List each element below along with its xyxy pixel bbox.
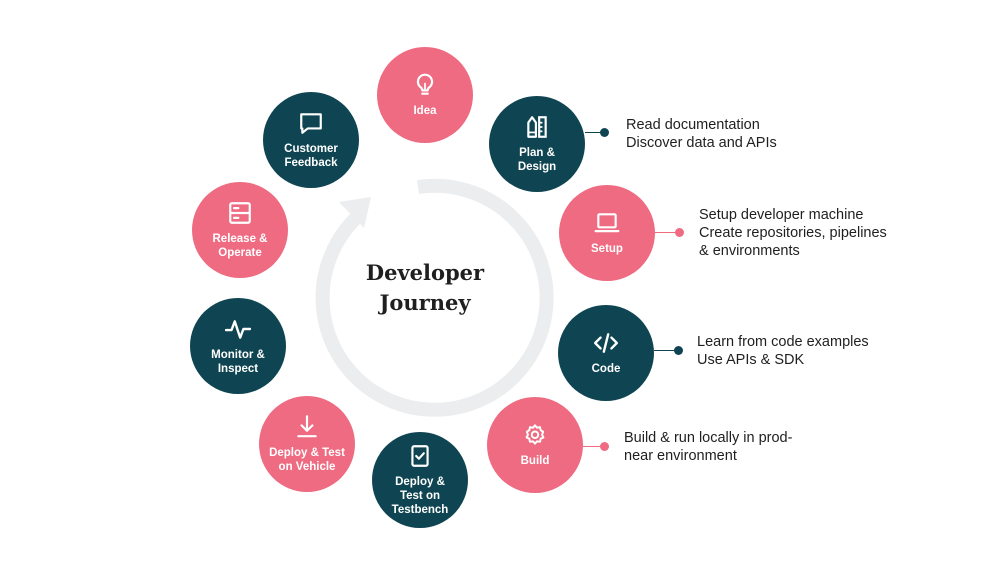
- pulse-icon: [225, 320, 251, 339]
- annotation-connector-plan: [585, 132, 604, 133]
- annotation-code: Learn from code examples Use APIs & SDK: [697, 333, 869, 369]
- annotation-setup: Setup developer machine Create repositor…: [699, 206, 887, 260]
- annotation-line: Use APIs & SDK: [697, 352, 805, 368]
- annotation-line: Discover data and APIs: [626, 135, 777, 151]
- diagram-title: Developer Journey: [365, 260, 485, 315]
- cycle-ring-arc: [315, 178, 554, 417]
- annotation-build: Build & run locally in prod- near enviro…: [624, 429, 792, 465]
- cycle-arrow-head-icon: [339, 197, 371, 228]
- node-deploy-testbench-label: Deploy & Test on Testbench: [391, 476, 449, 516]
- node-monitor-inspect: Monitor & Inspect: [190, 298, 286, 394]
- annotation-line: Build & run locally in prod-: [624, 430, 793, 446]
- annotation-dot-setup: [675, 228, 684, 237]
- node-build-label: Build: [520, 455, 550, 467]
- node-setup: Setup: [559, 185, 655, 281]
- design-tools-icon: [527, 116, 547, 138]
- node-release-operate: Release & Operate: [192, 182, 288, 278]
- download-icon: [297, 415, 317, 438]
- node-code-label: Code: [591, 363, 621, 375]
- annotation-dot-plan: [600, 128, 609, 137]
- annotation-line: near environment: [624, 448, 737, 464]
- node-plan-design-label: Plan & Design: [517, 147, 557, 173]
- annotation-connector-setup: [655, 232, 679, 233]
- gear-icon: [525, 424, 545, 445]
- node-idea: Idea: [377, 47, 473, 143]
- node-customer-feedback-label: Customer Feedback: [284, 143, 338, 169]
- annotation-connector-build: [583, 446, 605, 447]
- node-deploy-vehicle: Deploy & Test on Vehicle: [259, 396, 355, 492]
- node-deploy-vehicle-label: Deploy & Test on Vehicle: [269, 447, 345, 473]
- annotation-line: Create repositories, pipelines: [699, 225, 887, 241]
- node-setup-label: Setup: [591, 243, 623, 255]
- node-plan-design: Plan & Design: [489, 96, 585, 192]
- lightbulb-icon: [416, 73, 434, 95]
- annotation-line: Read documentation: [626, 117, 760, 133]
- annotation-plan-design: Read documentation Discover data and API…: [626, 116, 777, 152]
- node-release-operate-label: Release & Operate: [212, 233, 268, 259]
- annotation-line: & environments: [699, 243, 800, 259]
- node-monitor-inspect-label: Monitor & Inspect: [211, 349, 265, 375]
- node-customer-feedback: Customer Feedback: [263, 92, 359, 188]
- node-deploy-testbench: Deploy & Test on Testbench: [372, 432, 468, 528]
- chat-icon: [300, 113, 322, 134]
- annotation-line: Setup developer machine: [699, 207, 864, 223]
- annotation-dot-code: [674, 346, 683, 355]
- annotation-connector-code: [654, 350, 678, 351]
- checklist-icon: [411, 445, 429, 467]
- node-code: Code: [558, 305, 654, 401]
- code-icon: [593, 333, 619, 353]
- laptop-icon: [594, 213, 620, 233]
- server-icon: [229, 202, 251, 224]
- annotation-line: Learn from code examples: [697, 334, 869, 350]
- node-build: Build: [487, 397, 583, 493]
- annotation-dot-build: [600, 442, 609, 451]
- node-idea-label: Idea: [413, 105, 437, 117]
